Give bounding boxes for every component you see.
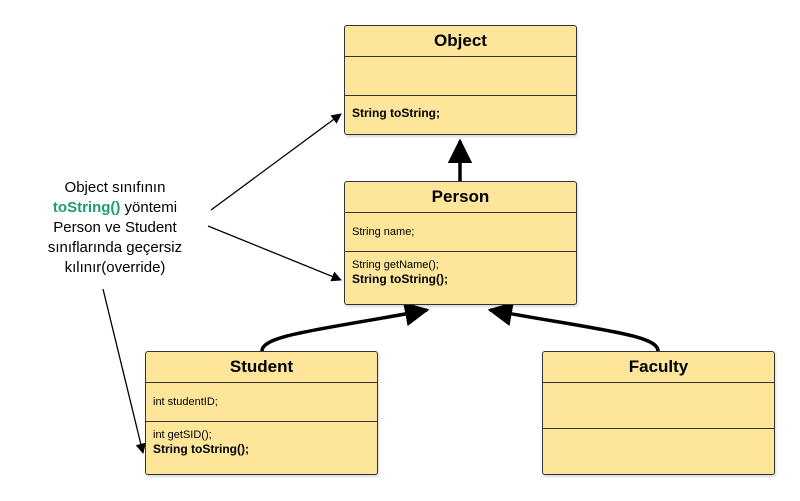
note-line: Object sınıfının bbox=[64, 179, 166, 196]
method-getsid: int getSID(); bbox=[153, 429, 212, 441]
class-methods: String toString; bbox=[345, 96, 576, 120]
note-arrow-object bbox=[210, 113, 342, 211]
override-note: Object sınıfının toString() yöntemi Pers… bbox=[30, 178, 200, 278]
note-text: yöntemi bbox=[120, 199, 178, 216]
class-name: Faculty bbox=[543, 352, 774, 383]
class-name: Object bbox=[345, 26, 576, 57]
method-getname: String getName(); bbox=[352, 259, 439, 271]
class-name: Person bbox=[345, 182, 576, 213]
method-tostring: String toString(); bbox=[352, 272, 448, 286]
class-object[interactable]: Object String toString; bbox=[344, 25, 577, 135]
class-faculty[interactable]: Faculty bbox=[542, 351, 775, 475]
method-tostring: String toString; bbox=[352, 106, 440, 120]
note-line: Person ve Student bbox=[53, 219, 177, 236]
note-arrow-person bbox=[207, 225, 342, 282]
class-attributes: int studentID; bbox=[146, 383, 377, 422]
inheritance-student-person bbox=[260, 302, 430, 352]
class-attributes bbox=[345, 57, 576, 96]
inheritance-faculty-person bbox=[487, 301, 660, 352]
class-attributes bbox=[543, 383, 774, 429]
note-arrow-student bbox=[102, 288, 146, 455]
class-methods: String getName(); String toString(); bbox=[345, 252, 576, 286]
note-line: sınıflarında geçersiz bbox=[47, 239, 183, 256]
class-person[interactable]: Person String name; String getName(); St… bbox=[344, 181, 577, 305]
note-line: toString() yöntemi bbox=[30, 198, 200, 218]
attribute-name: String name; bbox=[352, 226, 415, 238]
note-highlight: toString() bbox=[52, 199, 121, 216]
method-tostring: String toString(); bbox=[153, 442, 249, 456]
attribute-studentid: int studentID; bbox=[153, 396, 218, 408]
class-name: Student bbox=[146, 352, 377, 383]
note-line: kılınır(override) bbox=[64, 259, 166, 276]
class-methods: int getSID(); String toString(); bbox=[146, 422, 377, 456]
class-attributes: String name; bbox=[345, 213, 576, 252]
class-student[interactable]: Student int studentID; int getSID(); Str… bbox=[145, 351, 378, 475]
class-methods bbox=[543, 429, 774, 435]
